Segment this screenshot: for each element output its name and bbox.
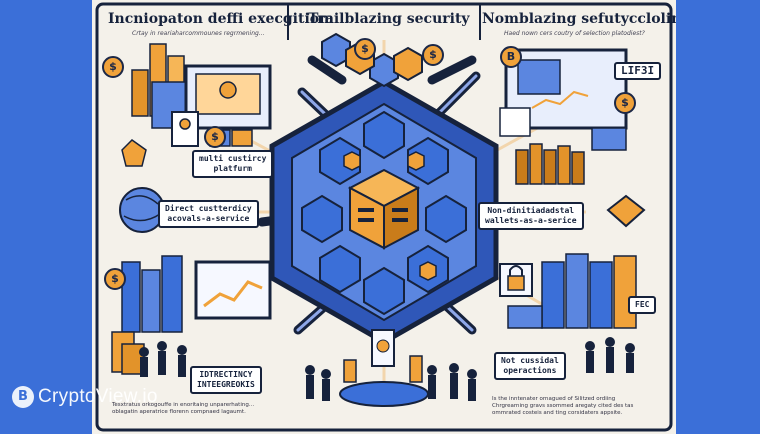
multi-custody-label: multi custircy platfurm bbox=[192, 150, 274, 178]
left-panel-subtitle: Crtay in reariaharcommounes regrmening..… bbox=[132, 30, 265, 37]
right-panel-title: Nomblazing sefutycclolin bbox=[482, 11, 676, 27]
dollar-coin-icon: $ bbox=[104, 268, 126, 290]
illustration-canvas: Incniopaton deffi execgitiom Trailblazin… bbox=[92, 0, 676, 434]
dollar-coin-icon: $ bbox=[102, 56, 124, 78]
bottom-left-note: Tesxtratus orkogouffe in enoritaing unpa… bbox=[112, 402, 255, 415]
left-panel-title: Incniopaton deffi execgitiom bbox=[108, 11, 334, 27]
direct-custody-label: Direct custterdicy acovals-a-service bbox=[158, 200, 259, 228]
illustration-art bbox=[95, 2, 673, 432]
watermark-text: CryptoView.io bbox=[38, 386, 158, 407]
bitcoin-coin-icon: B bbox=[500, 46, 522, 68]
dollar-coin-icon: $ bbox=[422, 44, 444, 66]
dollar-coin-icon: $ bbox=[614, 92, 636, 114]
center-panel-title: Trailblazing security bbox=[308, 11, 470, 27]
dollar-coin-icon: $ bbox=[204, 126, 226, 148]
bottom-right-note: Is the inntenater ornagued of Silitzed o… bbox=[492, 396, 634, 416]
sign-bottom-label: FEC bbox=[628, 296, 657, 314]
right-panel-subtitle: Haed nown cers coutry of selection plato… bbox=[504, 30, 645, 37]
interoperability-label: IDTRECTINCY INTEEGREOKIS bbox=[190, 366, 262, 394]
non-custodial-label: Non-dinitiadadstal wallets-as-a-serice bbox=[478, 202, 584, 230]
sign-top-label: LIF3I bbox=[614, 62, 662, 80]
watermark: B CryptoView.io bbox=[12, 386, 158, 408]
not-custodial-label: Not cussidal operactions bbox=[494, 352, 566, 380]
bitcoin-icon: B bbox=[12, 386, 34, 408]
dollar-coin-icon: $ bbox=[354, 38, 376, 60]
